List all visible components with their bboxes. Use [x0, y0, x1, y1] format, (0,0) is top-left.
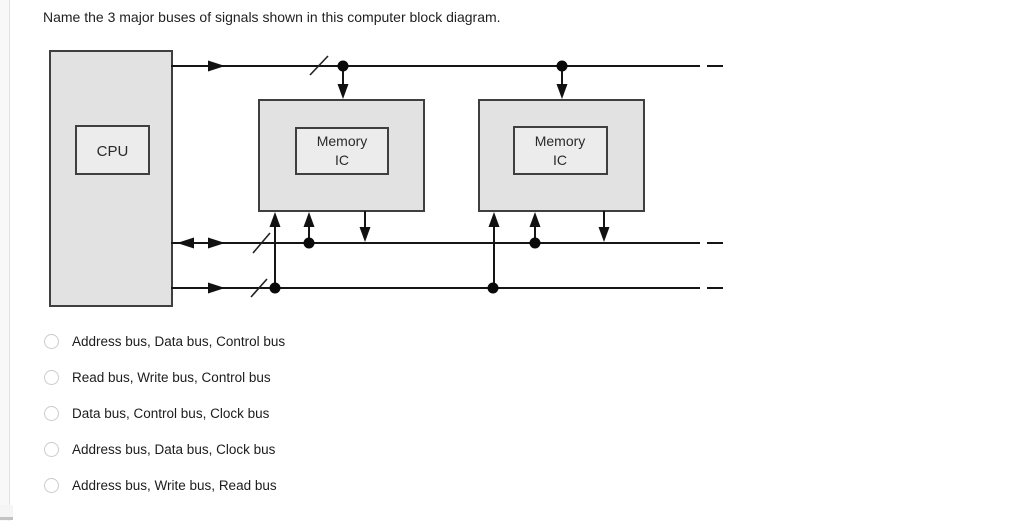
- block-diagram: CPU Memory IC Memory IC: [49, 50, 723, 307]
- option-label: Data bus, Control bus, Clock bus: [72, 405, 270, 421]
- memory2-bottom-up-arrowhead-1: [488, 212, 500, 227]
- bottom-bus-right-arrowhead: [208, 282, 225, 294]
- memory1-top-down-arrowhead: [337, 84, 349, 99]
- option-label: Address bus, Data bus, Control bus: [72, 333, 286, 349]
- scroll-corner: [0, 505, 13, 517]
- top-bus-width-slash: [309, 55, 329, 76]
- question-text: Name the 3 major buses of signals shown …: [43, 9, 501, 25]
- memory2-bottom-up-arrowhead-2: [529, 212, 541, 227]
- middle-bus-width-slash: [252, 232, 271, 254]
- cpu-label: CPU: [97, 143, 129, 160]
- memory2-label-line1: Memory: [535, 133, 586, 149]
- option-label: Address bus, Data bus, Clock bus: [72, 441, 276, 457]
- middle-bus-right-arrowhead: [208, 237, 225, 249]
- radio-button[interactable]: [44, 405, 59, 421]
- answer-option-3[interactable]: Data bus, Control bus, Clock bus: [44, 395, 544, 431]
- memory1-box: [258, 99, 425, 212]
- middle-bus-junction-dot-1: [303, 237, 315, 249]
- top-bus-junction-dot-1: [337, 60, 349, 72]
- middle-bus-left-arrowhead: [177, 237, 194, 249]
- bottom-bus-width-slash: [250, 278, 268, 298]
- memory1-label-line1: Memory: [317, 133, 368, 149]
- memory2-bottom-down-arrowhead: [598, 227, 610, 242]
- memory2-box: [478, 99, 645, 212]
- answer-option-4[interactable]: Address bus, Data bus, Clock bus: [44, 431, 544, 467]
- option-label: Read bus, Write bus, Control bus: [72, 369, 271, 385]
- memory1-bottom-down-arrowhead: [359, 227, 371, 242]
- bottom-bus-junction-dot-2: [487, 282, 499, 294]
- radio-button[interactable]: [44, 441, 59, 457]
- cpu-box: [49, 50, 173, 307]
- cpu-inner-box: [75, 125, 150, 175]
- page-left-edge: [0, 0, 10, 521]
- memory2-label-line2: IC: [553, 152, 567, 168]
- memory2-inner-box: [513, 126, 608, 175]
- answer-option-5[interactable]: Address bus, Write bus, Read bus: [44, 467, 544, 503]
- memory2-top-down-arrowhead: [556, 84, 568, 99]
- answer-options: Address bus, Data bus, Control bus Read …: [44, 323, 544, 503]
- memory1-bottom-up-arrowhead-1: [269, 212, 281, 227]
- top-bus-junction-dot-2: [556, 60, 568, 72]
- option-label: Address bus, Write bus, Read bus: [72, 477, 277, 493]
- memory1-inner-box: [295, 127, 389, 175]
- answer-option-2[interactable]: Read bus, Write bus, Control bus: [44, 359, 544, 395]
- memory1-bottom-up-arrowhead-2: [303, 212, 315, 227]
- top-bus-right-arrowhead: [208, 60, 225, 72]
- radio-button[interactable]: [44, 333, 59, 349]
- radio-button[interactable]: [44, 369, 59, 385]
- radio-button[interactable]: [44, 477, 59, 493]
- answer-option-1[interactable]: Address bus, Data bus, Control bus: [44, 323, 544, 359]
- scroll-corner-line: [0, 517, 13, 520]
- middle-bus-junction-dot-2: [529, 237, 541, 249]
- bottom-bus-junction-dot-1: [269, 282, 281, 294]
- memory1-label-line2: IC: [335, 152, 349, 168]
